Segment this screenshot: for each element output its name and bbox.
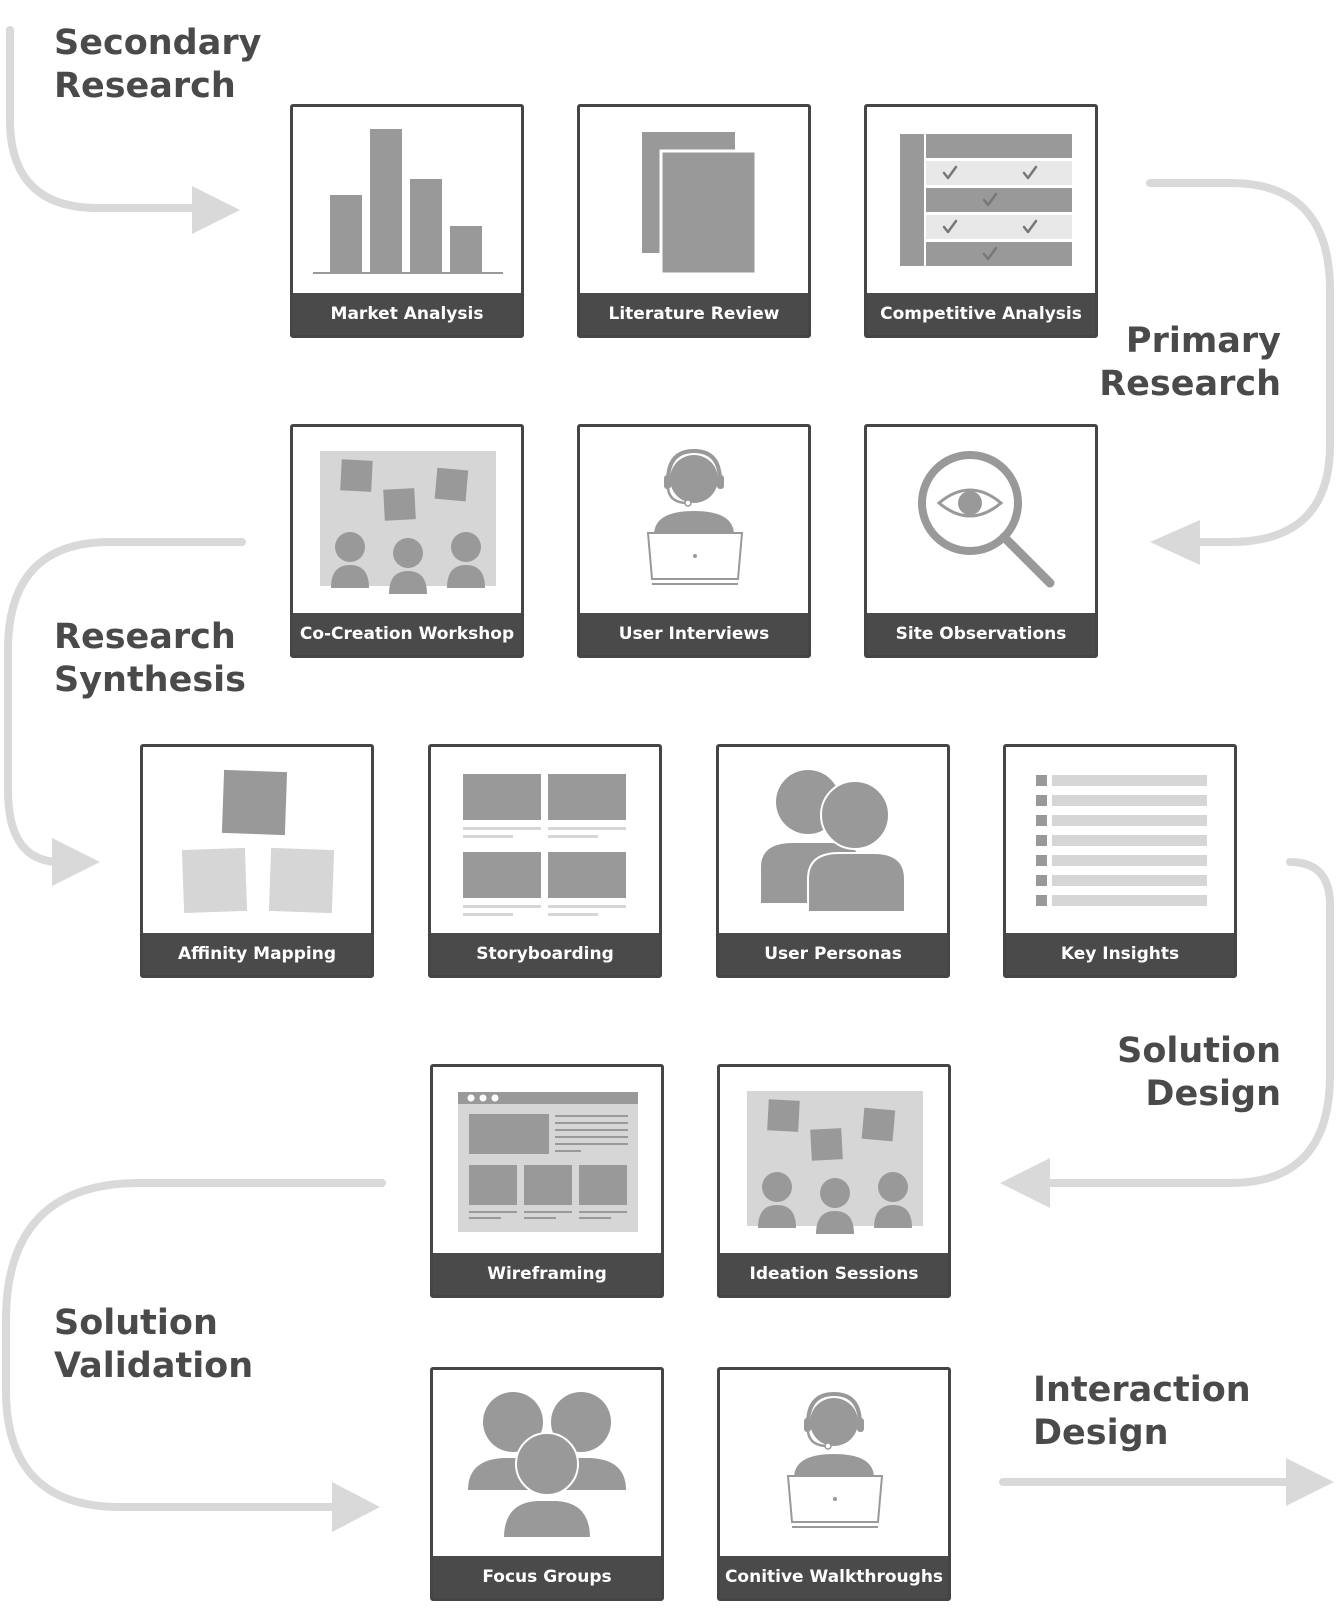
phase-line: Research <box>54 617 236 657</box>
arrow-solution-validation <box>2 1179 386 1511</box>
phase-line: Research <box>54 66 236 106</box>
card-focus-groups: Focus Groups <box>430 1367 664 1601</box>
card-affinity-mapping: Affinity Mapping <box>140 744 374 978</box>
card-label: Literature Review <box>580 293 808 335</box>
card-label: User Personas <box>719 933 947 975</box>
phase-line: Validation <box>54 1346 254 1386</box>
card-label: Key Insights <box>1006 933 1234 975</box>
card-label: Wireframing <box>433 1253 661 1295</box>
card-cognitive-walkthroughs: Conitive Walkthroughs <box>717 1367 951 1601</box>
arrowhead-synthesis <box>52 838 100 886</box>
card-competitive-analysis: Competitive Analysis <box>864 104 1098 338</box>
phase-line: Research <box>1099 364 1281 404</box>
phase-line: Synthesis <box>54 660 246 700</box>
card-ideation-sessions: Ideation Sessions <box>717 1064 951 1298</box>
phase-solution-validation: Solution Validation <box>54 1302 253 1388</box>
phase-line: Secondary <box>54 23 262 63</box>
phase-interaction-design: Interaction Design <box>1033 1369 1251 1455</box>
list-icon <box>1036 775 1207 906</box>
comparison-table-icon <box>900 134 1072 266</box>
workshop-icon <box>747 1091 923 1234</box>
phase-line: Primary <box>1125 321 1281 361</box>
storyboard-icon <box>463 774 626 916</box>
card-literature-review: Literature Review <box>577 104 811 338</box>
group-icon <box>468 1392 626 1539</box>
bar-chart-icon <box>313 129 503 274</box>
arrowhead-solution-design <box>1000 1158 1050 1208</box>
workshop-icon <box>320 451 496 594</box>
magnifier-eye-icon <box>918 451 1055 588</box>
card-user-interviews: User Interviews <box>577 424 811 658</box>
wireframe-icon <box>458 1092 638 1232</box>
card-site-observations: Site Observations <box>864 424 1098 658</box>
card-label: User Interviews <box>580 613 808 655</box>
arrow-secondary-research <box>6 26 199 212</box>
card-label: Co-Creation Workshop <box>293 613 521 655</box>
phase-line: Interaction <box>1033 1370 1251 1410</box>
arrow-primary-research <box>1146 179 1334 546</box>
card-co-creation-workshop: Co-Creation Workshop <box>290 424 524 658</box>
interviewer-laptop-icon <box>786 1391 884 1528</box>
phase-research-synthesis: Research Synthesis <box>54 616 246 702</box>
arrowhead-secondary <box>192 186 240 234</box>
arrow-research-synthesis <box>4 538 246 866</box>
sticky-notes-icon <box>181 769 335 914</box>
card-key-insights: Key Insights <box>1003 744 1237 978</box>
phase-line: Solution <box>1117 1031 1281 1071</box>
card-label: Affinity Mapping <box>143 933 371 975</box>
phase-line: Solution <box>54 1303 218 1343</box>
card-label: Competitive Analysis <box>867 293 1095 335</box>
card-label: Focus Groups <box>433 1556 661 1598</box>
documents-icon <box>640 130 758 276</box>
card-user-personas: User Personas <box>716 744 950 978</box>
card-label: Conitive Walkthroughs <box>720 1556 948 1598</box>
card-market-analysis: Market Analysis <box>290 104 524 338</box>
phase-solution-design: Solution Design <box>1117 1030 1281 1116</box>
phase-primary-research: Primary Research <box>1099 320 1281 406</box>
card-label: Ideation Sessions <box>720 1253 948 1295</box>
card-label: Storyboarding <box>431 933 659 975</box>
card-wireframing: Wireframing <box>430 1064 664 1298</box>
arrowhead-interaction <box>1286 1458 1334 1506</box>
phase-secondary-research: Secondary Research <box>54 22 261 108</box>
arrow-solution-design <box>1044 858 1334 1187</box>
two-people-icon <box>761 770 906 913</box>
card-storyboarding: Storyboarding <box>428 744 662 978</box>
arrowhead-validation <box>332 1482 380 1532</box>
arrowhead-primary <box>1150 520 1200 565</box>
card-label: Market Analysis <box>293 293 521 335</box>
phase-line: Design <box>1145 1074 1281 1114</box>
phase-line: Design <box>1033 1413 1169 1453</box>
card-label: Site Observations <box>867 613 1095 655</box>
interviewer-laptop-icon <box>646 448 744 585</box>
